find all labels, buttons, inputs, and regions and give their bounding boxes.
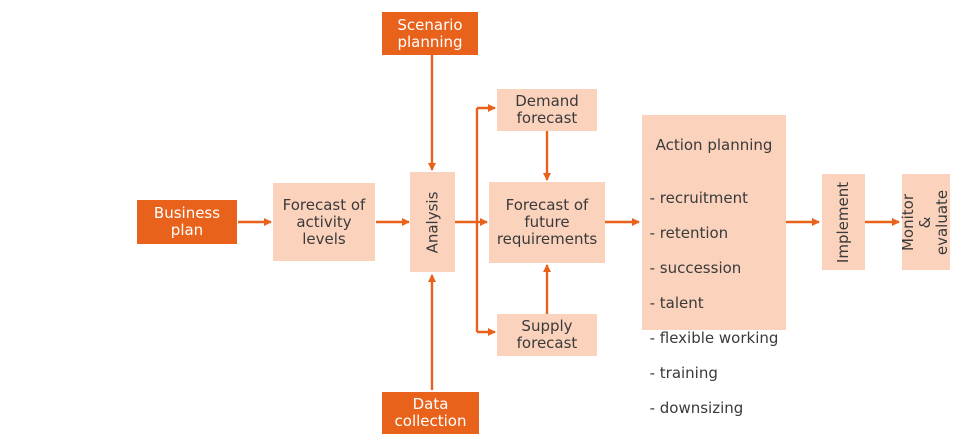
action-planning-node: Action planning recruitment retention su… — [642, 115, 786, 416]
action-planning-title: Action planning — [655, 136, 773, 154]
action-item-downsizing: downsizing — [650, 399, 779, 418]
action-item-talent: talent — [650, 294, 779, 313]
demand-forecast-node: Demand forecast — [497, 89, 597, 131]
business-plan-node: Business plan — [137, 200, 237, 244]
analysis-label: Analysis — [423, 191, 441, 253]
analysis-node: Analysis — [410, 172, 455, 272]
action-item-retention: retention — [650, 224, 779, 243]
data-collection-node: Data collection — [382, 392, 479, 434]
action-item-recruitment: recruitment — [650, 189, 779, 208]
monitor-evaluate-label: Monitor & evaluate — [899, 189, 952, 255]
action-planning-list: recruitment retention succession talent … — [650, 172, 779, 435]
supply-forecast-node: Supply forecast — [497, 314, 597, 356]
action-item-succession: succession — [650, 259, 779, 278]
action-item-flexible-working: flexible working — [650, 329, 779, 348]
forecast-future-node: Forecast of future requirements — [489, 182, 605, 263]
action-item-training: training — [650, 364, 779, 383]
implement-label: Implement — [834, 181, 852, 263]
forecast-activity-node: Forecast of activity levels — [273, 183, 375, 261]
scenario-planning-node: Scenario planning — [382, 12, 478, 55]
implement-node: Implement — [822, 174, 865, 270]
monitor-evaluate-node: Monitor & evaluate — [899, 174, 952, 270]
